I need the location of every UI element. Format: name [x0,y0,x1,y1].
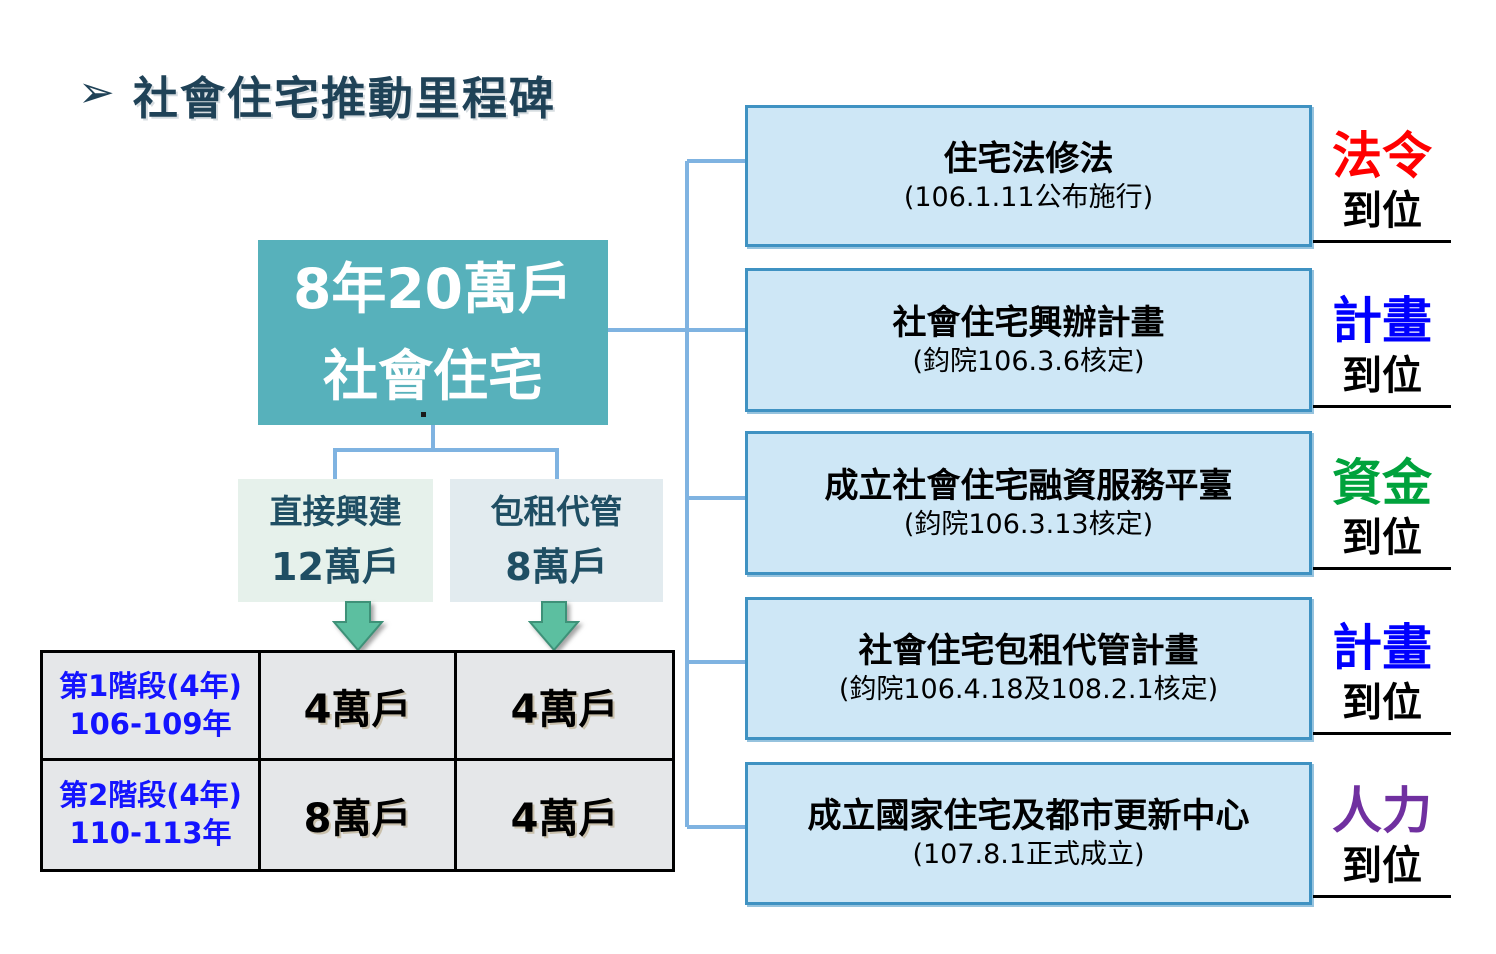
status-done: 到位 [1342,188,1422,234]
amount-value: 8萬戶 [303,796,412,842]
status-underline [1313,240,1451,243]
phase-label: 第1階段(4年) [59,668,242,703]
status-label-funding: 資金 到位 [1313,453,1451,570]
milestone-title: 住宅法修法 [943,138,1114,179]
status-tag: 計畫 [1332,619,1432,677]
status-underline [1313,567,1451,570]
milestone-box-construction-plan: 社會住宅興辦計畫 (鈞院106.3.6核定) [745,268,1312,412]
branch-amount: 8萬戶 [505,545,608,589]
status-label-plan-2: 計畫 到位 [1313,618,1451,735]
status-underline [1313,732,1451,735]
milestone-note: (鈞院106.4.18及108.2.1核定) [838,674,1219,706]
milestone-note: (107.8.1正式成立) [912,839,1145,871]
table-cell-phase2-sublet: 4萬戶 [457,761,672,869]
root-goal-box: 8年20萬戶 社會住宅 [258,240,608,425]
status-done: 到位 [1342,843,1422,889]
root-goal-line1: 8年20萬戶 [293,257,573,321]
milestone-note: (鈞院106.3.13核定) [903,508,1154,540]
down-arrow-icon [528,601,580,652]
status-tag: 資金 [1332,454,1432,512]
amount-value: 4萬戶 [510,796,619,842]
phase-label: 第2階段(4年) [59,778,242,813]
page-title: ➢ 社會住宅推動里程碑 [78,62,556,127]
page-title-text: 社會住宅推動里程碑 [132,72,556,125]
table-cell-phase2-direct: 8萬戶 [261,761,457,869]
milestone-box-financing-platform: 成立社會住宅融資服務平臺 (鈞院106.3.13核定) [745,431,1312,575]
status-done: 到位 [1342,515,1422,561]
milestone-title: 社會住宅興辦計畫 [892,302,1165,343]
milestone-note: (106.1.11公布施行) [903,181,1154,213]
milestone-title: 社會住宅包租代管計畫 [858,631,1199,672]
milestone-title: 成立國家住宅及都市更新中心 [807,796,1250,837]
arrow-bullet-icon: ➢ [78,66,115,118]
table-cell-phase1: 第1階段(4年) 106-109年 [43,653,261,761]
milestone-title: 成立社會住宅融資服務平臺 [824,465,1233,506]
status-label-manpower: 人力 到位 [1313,781,1451,898]
milestone-box-sublet-plan: 社會住宅包租代管計畫 (鈞院106.4.18及108.2.1核定) [745,597,1312,740]
phase-table: 第1階段(4年) 106-109年 4萬戶 4萬戶 第2階段(4年) 110-1… [40,650,675,872]
milestone-note: (鈞院106.3.6核定) [912,345,1145,377]
table-cell-phase2: 第2階段(4年) 110-113年 [43,761,261,869]
milestone-box-housing-act: 住宅法修法 (106.1.11公布施行) [745,105,1312,247]
branch-amount: 12萬戶 [271,545,400,589]
phase-years: 106-109年 [69,706,232,741]
phase-years: 110-113年 [69,816,232,850]
status-tag: 法令 [1332,127,1432,185]
branch-box-sublet-manage: 包租代管 8萬戶 [450,479,663,602]
table-cell-phase1-sublet: 4萬戶 [457,653,672,761]
root-goal-line2: 社會住宅 [322,343,543,408]
status-underline [1313,405,1451,408]
status-done: 到位 [1342,680,1422,726]
branch-name: 包租代管 [490,492,623,531]
branch-box-direct-build: 直接興建 12萬戶 [238,479,433,602]
status-tag: 人力 [1332,782,1432,840]
status-label-law: 法令 到位 [1313,126,1451,243]
status-label-plan-1: 計畫 到位 [1313,291,1451,408]
milestone-box-urban-renewal-center: 成立國家住宅及都市更新中心 (107.8.1正式成立) [745,762,1312,905]
status-tag: 計畫 [1332,292,1432,350]
amount-value: 4萬戶 [510,686,619,733]
branch-name: 直接興建 [269,492,402,531]
amount-value: 4萬戶 [303,686,412,733]
down-arrow-icon [332,601,384,652]
stray-dot [421,412,426,417]
status-done: 到位 [1342,353,1422,399]
status-underline [1313,895,1451,898]
table-cell-phase1-direct: 4萬戶 [261,653,457,761]
